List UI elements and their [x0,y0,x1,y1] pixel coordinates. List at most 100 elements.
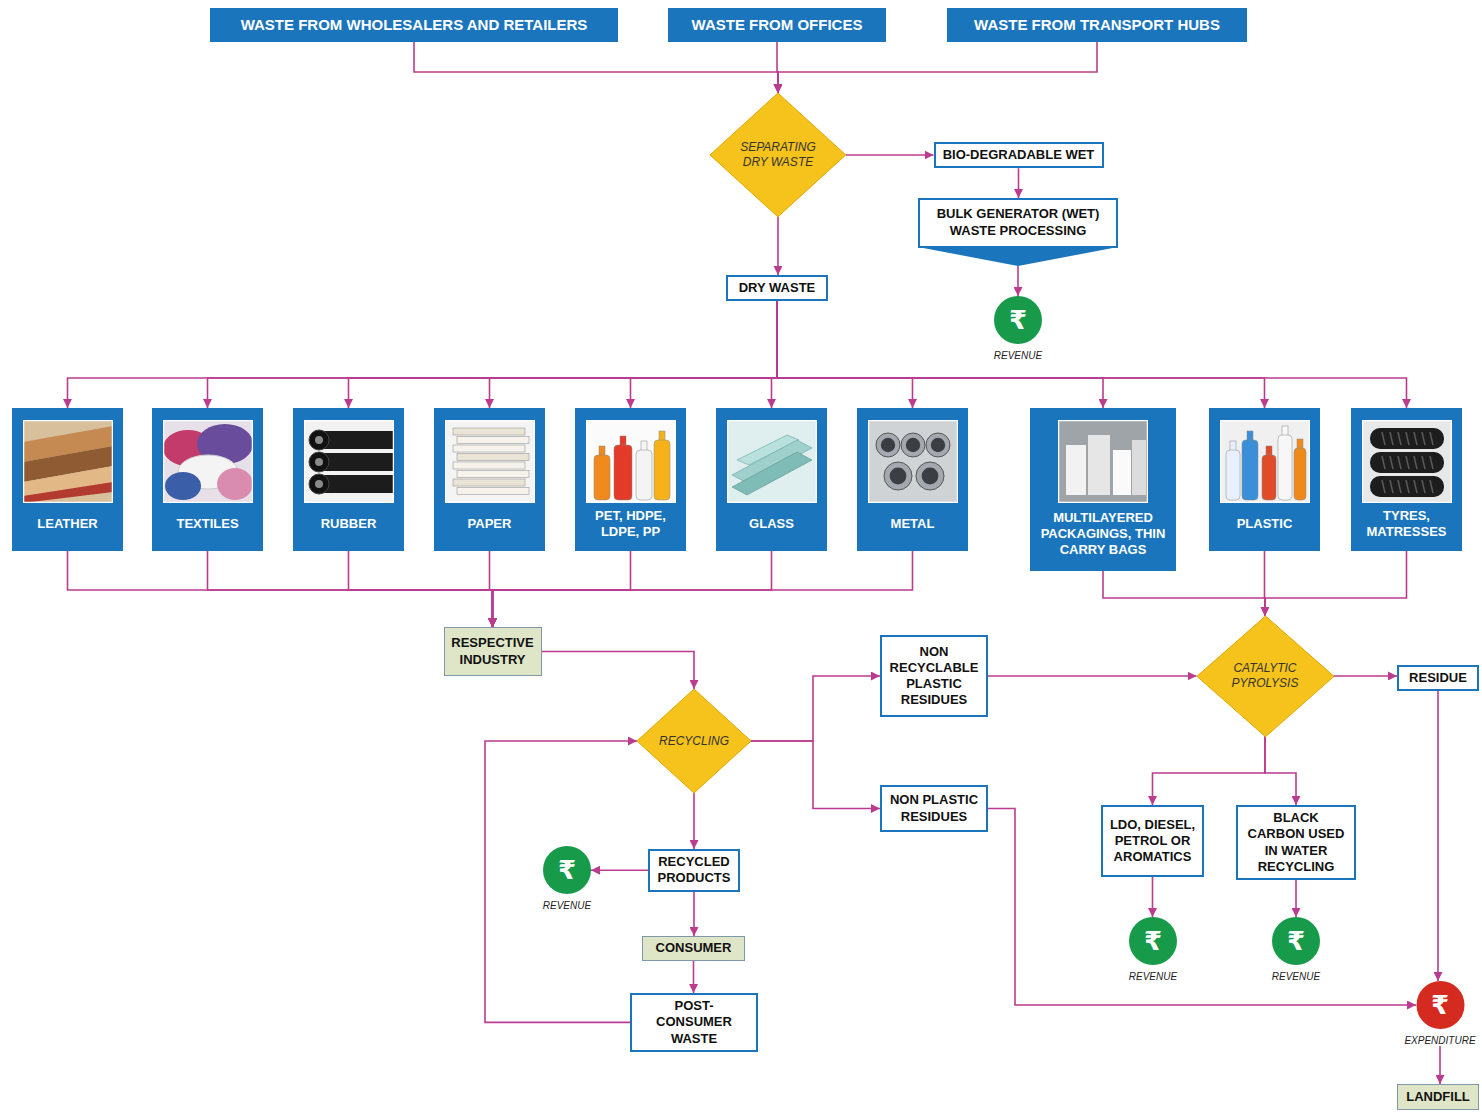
source-box: WASTE FROM TRANSPORT HUBS [947,8,1247,42]
photo-group [1226,426,1306,500]
money-caption: EXPENDITURE [1404,1035,1475,1046]
category-photo [727,420,817,503]
circle-shape [994,296,1042,344]
flow-arrow [1265,551,1407,616]
flow-arrow [846,154,934,156]
process-box: RECYCLED PRODUCTS [648,849,740,892]
pointer-wedge [918,247,1118,266]
photo-group [732,435,812,495]
flow-arrow [777,301,1407,408]
photo-shape [620,436,626,446]
photo-shape [1113,450,1131,495]
photo-shape [1262,455,1276,500]
diamond-shape [710,93,846,217]
photo-shape [1242,440,1258,500]
processing-box: BULK GENERATOR (WET) WASTE PROCESSING [918,198,1118,266]
category-photo [304,420,394,503]
photo-shape [457,454,529,461]
category-photo [586,420,676,503]
photo-shape [1430,456,1433,469]
photo-shape [1414,432,1417,445]
stage-box: CONSUMER [642,936,745,961]
category-box: MULTILAYERED PACKAGINGS, THIN CARRY BAGS [1030,408,1176,571]
photo-shape [1406,432,1409,445]
node-label: POST-CONSUMER WASTE [638,998,750,1047]
category-photo [23,420,113,503]
photo-shape [453,428,525,435]
flow-arrow [68,301,778,408]
photo-shape [309,430,329,450]
photo-shape [1230,441,1236,451]
photo-shape [1266,446,1272,456]
flow-arrow [988,675,1197,677]
photo-shape [1390,480,1393,493]
node-label: LANDFILL [1404,1089,1472,1105]
circle-shape [1416,981,1464,1029]
flow-arrow [208,301,778,408]
source-box: WASTE FROM WHOLESALERS AND RETAILERS [210,8,618,42]
flow-arrow [542,652,695,690]
photo-shape [1297,439,1303,449]
photo-group [1066,435,1146,495]
photo-shape [654,440,670,500]
photo-shape [884,462,912,490]
category-box: GLASS [716,408,827,551]
node-label: LEATHER [18,516,117,532]
decision-diamond: SEPARATING DRY WASTE [710,93,846,217]
node-label: RESIDUE [1405,670,1471,686]
node-label: WASTE FROM WHOLESALERS AND RETAILERS [220,16,608,35]
money-caption: REVENUE [1272,971,1320,982]
category-box: PLASTIC [1209,408,1320,551]
photo-ground [868,420,958,503]
photo-group [163,424,253,500]
category-box: RUBBER [293,408,404,551]
decision-diamond: RECYCLING [637,689,751,793]
category-photo [1362,420,1452,503]
process-box: NON PLASTIC RESIDUES [880,785,988,832]
photo-ground [1362,420,1452,503]
photo-group [876,433,950,490]
node-label: WASTE FROM OFFICES [678,16,876,35]
flow-arrow [631,301,778,408]
flow-arrow [485,741,637,1022]
process-box: NON RECYCLABLE PLASTIC RESIDUES [880,635,988,717]
flow-arrow [1295,880,1297,917]
photo-frame [163,421,252,503]
node-label: BLACK CARBON USED IN WATER RECYCLING [1244,810,1348,875]
photo-shape [876,433,900,457]
photo-shape [457,437,529,444]
node-label: MULTILAYERED PACKAGINGS, THIN CARRY BAGS [1036,510,1170,559]
photo-shape [1247,431,1253,441]
flow-arrow [777,301,913,408]
node-label: PAPER [440,516,539,532]
photo-frame [868,421,957,503]
process-box: LDO, DIESEL, PETROL OR AROMATICS [1101,805,1204,877]
currency-symbol: ₹ [994,296,1042,344]
circle-shape [543,846,591,894]
circle-shape [1129,917,1177,965]
process-box: BIO-DEGRADABLE WET [934,142,1104,168]
photo-ground [445,420,535,503]
photo-shape [1430,432,1433,445]
photo-frame [1362,421,1451,503]
photo-ground [1220,420,1310,503]
flow-arrow [777,217,779,275]
photo-shape [732,452,812,495]
photo-shape [1406,456,1409,469]
node-label: TYRES, MATRESSES [1357,508,1456,541]
photo-frame [1059,421,1148,503]
node-label: RESPECTIVE INDUSTRY [451,635,535,668]
node-label: RUBBER [299,516,398,532]
process-box: POST-CONSUMER WASTE [630,993,758,1052]
node-label: DRY WASTE [734,280,820,296]
node-label: PLASTIC [1215,516,1314,532]
node-label: PET, HDPE, LDPE, PP [581,508,680,541]
node-label: BULK GENERATOR (WET) WASTE PROCESSING [926,206,1110,240]
box-outline [919,199,1117,247]
money-circle: ₹EXPENDITURE [1404,981,1477,1046]
flow-arrow [693,892,695,937]
photo-shape [1406,480,1409,493]
node-label: NON RECYCLABLE PLASTIC RESIDUES [888,644,980,709]
photo-group [594,431,670,500]
category-photo [868,420,958,503]
